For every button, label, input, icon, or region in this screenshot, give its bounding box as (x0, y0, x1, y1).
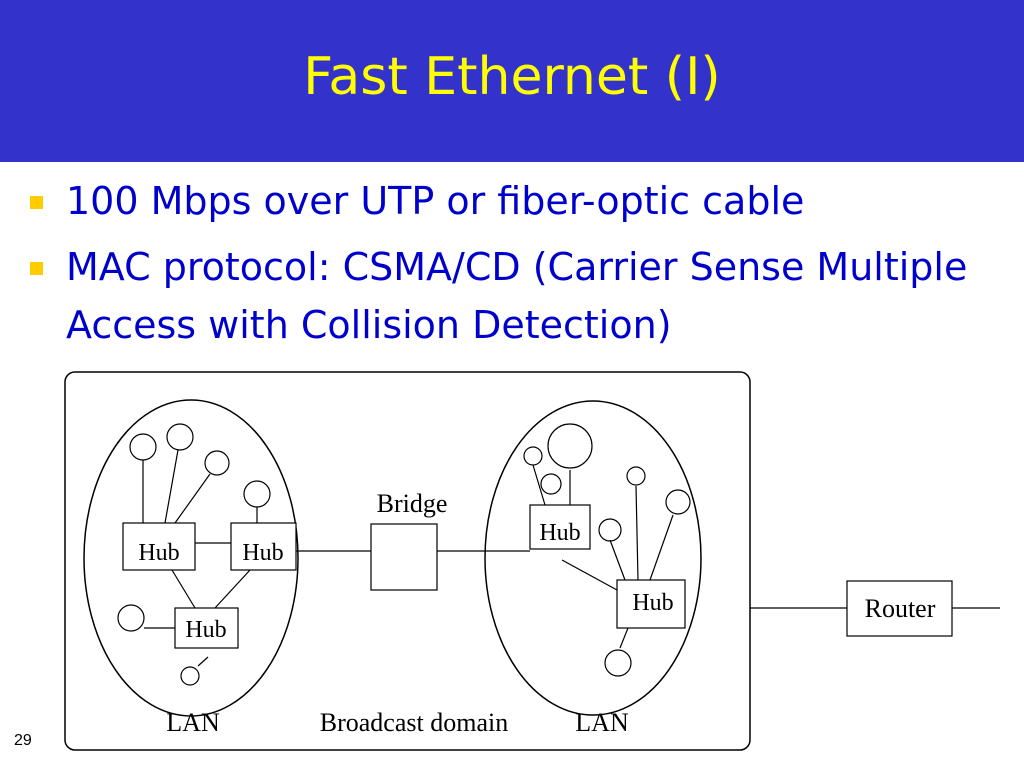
network-diagram: Hub Hub Hub Bridge Hub Hub (64, 371, 1000, 751)
hub-left-1: Hub (122, 522, 196, 571)
station-icon (180, 666, 200, 686)
bridge-box (370, 523, 438, 591)
hub-label: Hub (539, 520, 580, 546)
lan-label-left: LAN (166, 708, 220, 737)
broadcast-domain-box (64, 371, 751, 751)
hub-left-2: Hub (230, 522, 297, 571)
station-icon (243, 480, 271, 508)
bullet-item: 100 Mbps over UTP or fiber-optic cable (30, 172, 1010, 230)
bridge-label: Bridge (377, 489, 448, 518)
router-label: Router (865, 594, 936, 623)
bullet-text: 100 Mbps over UTP or fiber-optic cable (66, 179, 805, 223)
station-icon (598, 518, 622, 542)
station-icon (626, 466, 646, 486)
broadcast-domain-label: Broadcast domain (320, 708, 508, 737)
slide-title: Fast Ethernet (I) (303, 47, 721, 107)
bullet-text: MAC protocol: CSMA/CD (Carrier Sense Mul… (66, 245, 968, 347)
station-icon (129, 433, 157, 461)
hub-right-1: Hub (529, 504, 591, 550)
station-icon (166, 423, 194, 451)
bullet-item: MAC protocol: CSMA/CD (Carrier Sense Mul… (30, 238, 1010, 354)
slide-number: 29 (14, 732, 32, 749)
left-lan-links (142, 449, 258, 667)
station-icon (540, 473, 562, 495)
lan-ellipse-left (83, 399, 299, 717)
hub-label: Hub (632, 590, 673, 616)
hub-label: Hub (138, 540, 179, 566)
square-bullet-icon (30, 262, 43, 275)
router-box (846, 580, 953, 637)
right-lan-links (532, 464, 674, 649)
lan-label-right: LAN (575, 708, 629, 737)
hub-label: Hub (242, 540, 283, 566)
title-bar: Fast Ethernet (I) (0, 0, 1024, 162)
station-icon (117, 604, 145, 632)
station-icon (665, 489, 691, 515)
bullet-list: 100 Mbps over UTP or fiber-optic cable M… (30, 172, 1010, 362)
station-icon (604, 649, 632, 677)
square-bullet-icon (30, 196, 43, 209)
station-icon (204, 450, 230, 476)
station-icon (547, 423, 593, 469)
left-lan-stations (117, 423, 271, 686)
hub-label: Hub (185, 617, 226, 643)
right-lan-stations (523, 423, 691, 677)
station-icon (523, 446, 543, 466)
hub-right-2: Hub (616, 579, 686, 629)
hub-left-3: Hub (174, 607, 239, 649)
lan-ellipse-right (484, 400, 702, 716)
